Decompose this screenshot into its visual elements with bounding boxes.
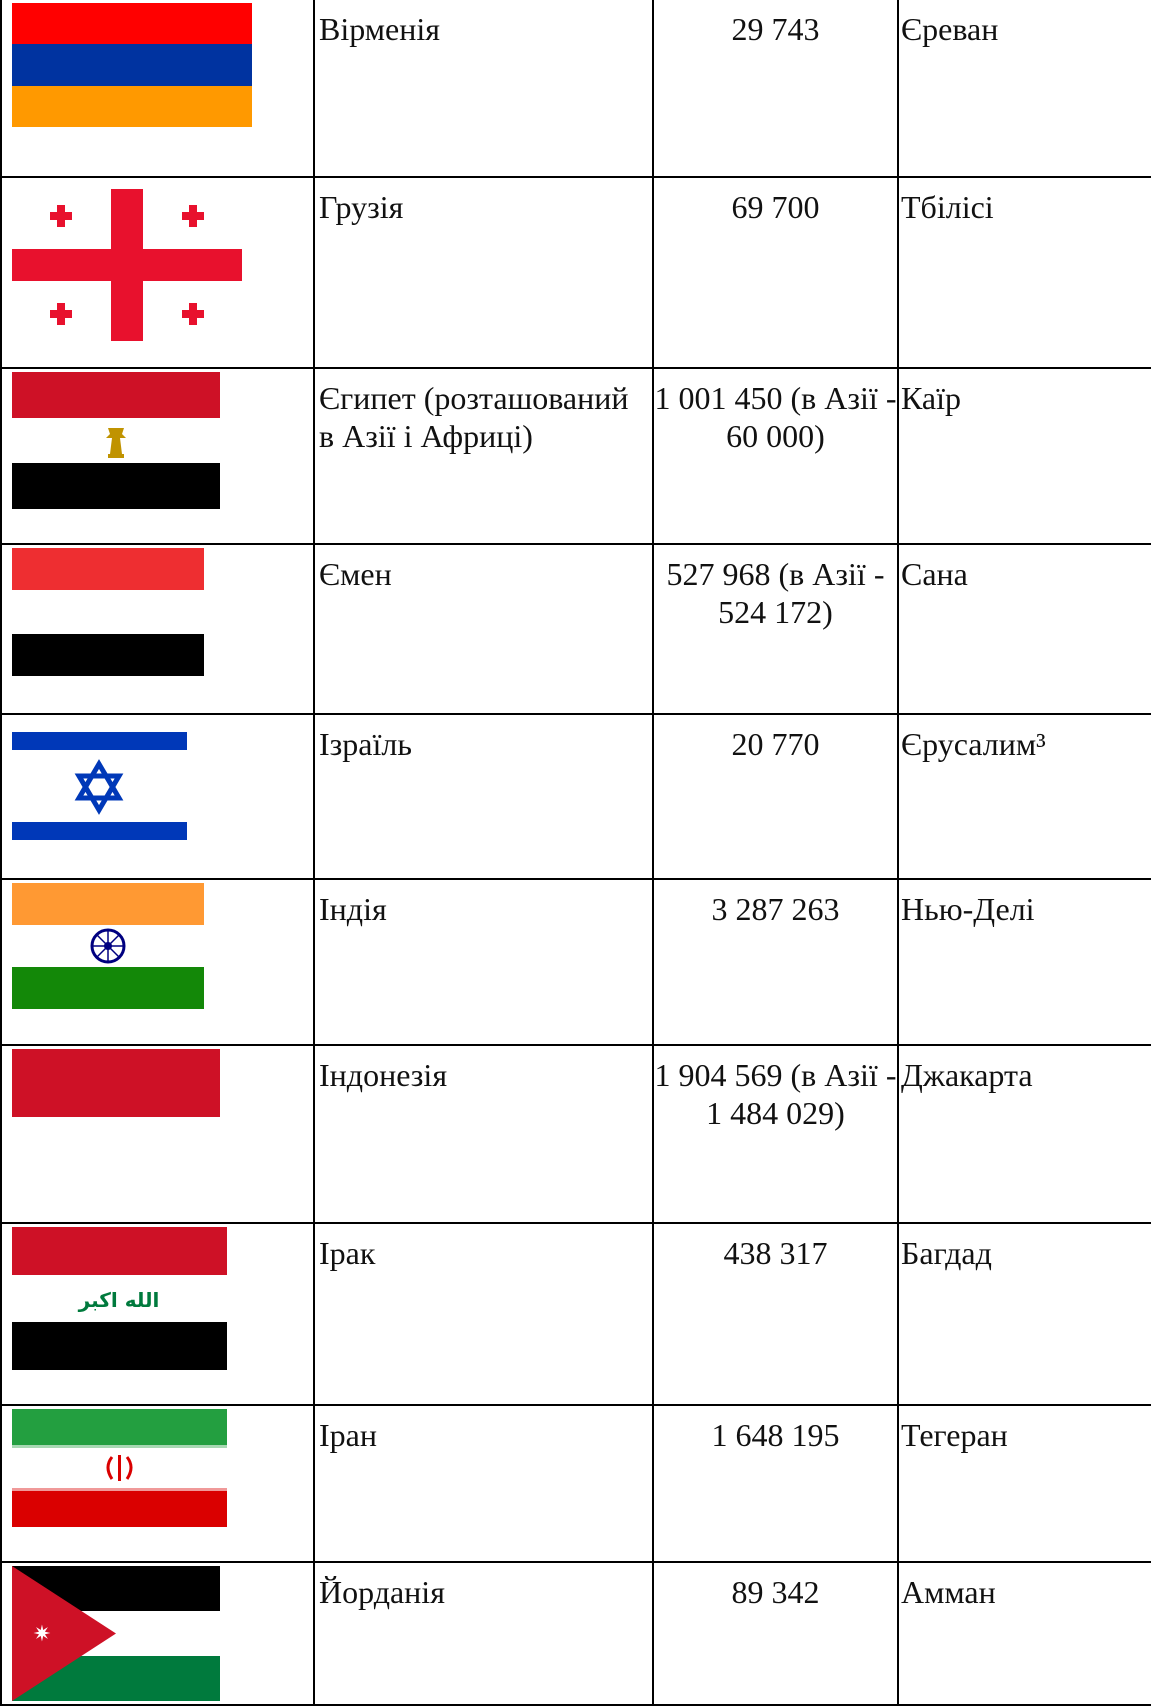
table-row: Ізраїль 20 770 Єрусалим³ [0,713,1151,880]
svg-text:✷: ✷ [33,1622,51,1647]
country-capital: Тбілісі [897,176,1151,369]
country-area: 29 743 [652,0,899,178]
country-capital: Нью-Делі [897,878,1151,1046]
flag-cell: ✷ [0,1561,315,1706]
flag-cell [0,878,315,1046]
flag-cell [0,176,315,369]
table-row: ✷ Йорданія 89 342 Амман [0,1561,1151,1706]
iraq-flag: الله اكبر [12,1227,312,1370]
country-area: 20 770 [652,713,899,880]
country-area: 1 001 450 (в Азії - 60 000) [652,367,899,545]
table-row: Вірменія 29 743 Єреван [0,0,1151,178]
flag-cell [0,367,315,545]
country-name: Ізраїль [313,713,654,880]
country-area: 527 968 (в Азії - 524 172) [652,543,899,715]
table-row: الله اكبر Ірак 438 317 Багдад [0,1222,1151,1406]
flag-cell [0,713,315,880]
country-capital: Багдад [897,1222,1151,1406]
country-capital: Тегеран [897,1404,1151,1563]
table-row: Іран 1 648 195 Тегеран [0,1404,1151,1563]
country-name: Іран [313,1404,654,1563]
flag-cell [0,543,315,715]
flag-cell [0,1404,315,1563]
country-area: 1 904 569 (в Азії - 1 484 029) [652,1044,899,1224]
armenia-flag [12,3,312,127]
indonesia-flag [12,1049,312,1186]
iraq-flag-script: الله اكبر [78,1288,160,1312]
country-area: 89 342 [652,1561,899,1706]
country-area: 69 700 [652,176,899,369]
country-name: Грузія [313,176,654,369]
egypt-flag [12,372,312,509]
country-name: Ірак [313,1222,654,1406]
country-name: Ємен [313,543,654,715]
israel-flag [12,730,312,845]
country-name: Індія [313,878,654,1046]
iran-flag [12,1409,312,1527]
georgia-flag [12,189,312,341]
country-area: 3 287 263 [652,878,899,1046]
country-area: 438 317 [652,1222,899,1406]
country-name: Вірменія [313,0,654,178]
country-capital: Джакарта [897,1044,1151,1224]
table-row: Індія 3 287 263 Нью-Делі [0,878,1151,1046]
country-area: 1 648 195 [652,1404,899,1563]
country-capital: Сана [897,543,1151,715]
table-row: Ємен 527 968 (в Азії - 524 172) Сана [0,543,1151,715]
yemen-flag [12,548,312,676]
country-name: Йорданія [313,1561,654,1706]
india-flag [12,883,312,1009]
country-capital: Каїр [897,367,1151,545]
flag-cell [0,1044,315,1224]
country-capital: Єреван [897,0,1151,178]
country-capital: Єрусалим³ [897,713,1151,880]
country-capital: Амман [897,1561,1151,1706]
country-name: Єгипет (розташований в Азії і Африці) [313,367,654,545]
jordan-flag: ✷ [12,1566,312,1701]
flag-cell [0,0,315,178]
flag-cell: الله اكبر [0,1222,315,1406]
country-name: Індонезія [313,1044,654,1224]
table-row: Індонезія 1 904 569 (в Азії - 1 484 029)… [0,1044,1151,1224]
table-row: Єгипет (розташований в Азії і Африці) 1 … [0,367,1151,545]
table-row: Грузія 69 700 Тбілісі [0,176,1151,369]
